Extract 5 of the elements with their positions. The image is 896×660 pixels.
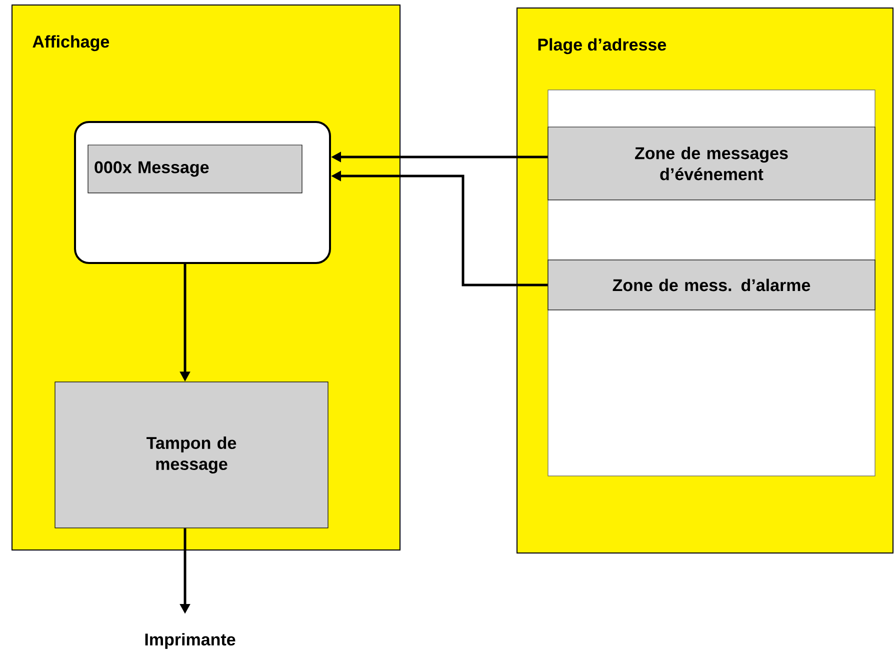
message-box: 000x Message bbox=[88, 144, 302, 194]
output-label: Imprimante bbox=[145, 633, 236, 649]
message-box: Zone de mess. d’alarme bbox=[548, 260, 876, 310]
message-box: Zone de messages d’événement bbox=[548, 126, 876, 200]
message-box: Tampon de message bbox=[54, 382, 328, 528]
